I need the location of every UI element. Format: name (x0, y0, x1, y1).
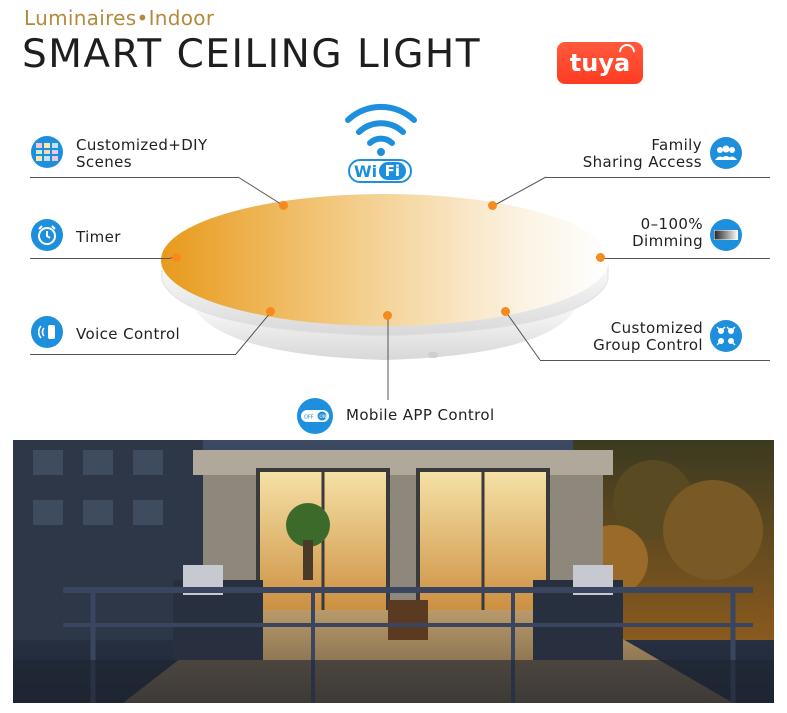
switch-off-label: OFF (304, 415, 314, 421)
dimming-icon (710, 219, 742, 251)
users-icon (715, 145, 737, 160)
scenes-icon (31, 136, 63, 168)
group-lights-icon (716, 326, 736, 346)
speaker-icon (37, 325, 55, 339)
wifi-label-fi: Fi (378, 162, 406, 180)
switch-on-label: ON (319, 414, 326, 420)
feature-family: Family Sharing Access (556, 137, 702, 171)
feature-scenes-line1: Customized+DIY (76, 136, 208, 154)
balcony-photo (13, 440, 774, 703)
tuya-logo: tuya (557, 40, 643, 84)
on-off-switch-icon: OFF ON (301, 410, 329, 422)
feature-voice: Voice Control (76, 325, 181, 343)
feature-dimming: 0–100% Dimming (600, 216, 703, 250)
feature-dimming-line1: 0–100% (640, 215, 703, 233)
feature-family-line1: Family (651, 136, 702, 154)
hotspot-group (501, 307, 510, 316)
feature-group: Customized Group Control (560, 320, 703, 354)
tuya-logo-text: tuya (569, 49, 631, 77)
feature-scenes-line2: Scenes (76, 153, 132, 171)
leader-line-voice (30, 354, 236, 355)
alarm-clock-icon (38, 225, 56, 245)
scenes-grid-icon (36, 143, 58, 161)
hotspot-scenes (279, 201, 288, 210)
feature-leader-lines (170, 176, 604, 400)
hotspot-family (488, 201, 497, 210)
feature-dimming-line2: Dimming (632, 232, 703, 250)
wifi-icon (345, 103, 417, 156)
leader-line-dimming (604, 258, 770, 259)
timer-icon (31, 219, 63, 251)
feature-family-line2: Sharing Access (582, 153, 702, 171)
group-icon (710, 320, 742, 352)
hotspot-app (383, 311, 392, 320)
feature-app: Mobile APP Control (346, 406, 495, 424)
feature-group-line2: Group Control (593, 336, 703, 354)
feature-scenes: Customized+DIY Scenes (76, 137, 208, 171)
leader-line-family (546, 177, 770, 178)
leader-line-timer (30, 258, 170, 259)
voice-icon (31, 316, 63, 348)
family-icon (710, 137, 742, 169)
feature-group-line1: Customized (610, 319, 703, 337)
dimmer-slider-icon (714, 230, 738, 240)
wifi-label-wi: Wi (354, 161, 378, 181)
product-title: SMART CEILING LIGHT (22, 32, 482, 77)
balcony-scene-image (13, 440, 774, 703)
feature-timer: Timer (76, 228, 121, 246)
leader-line-scenes (30, 177, 238, 178)
ceiling-light-illustration (161, 194, 609, 360)
wifi-badge: Wi Fi (348, 159, 412, 183)
hotspot-voice (266, 307, 275, 316)
app-control-icon: OFF ON (297, 398, 333, 434)
product-category: Luminaires•Indoor (24, 6, 215, 30)
leader-line-group (540, 360, 770, 361)
hotspot-dimming (596, 253, 605, 262)
hotspot-timer (172, 253, 181, 262)
